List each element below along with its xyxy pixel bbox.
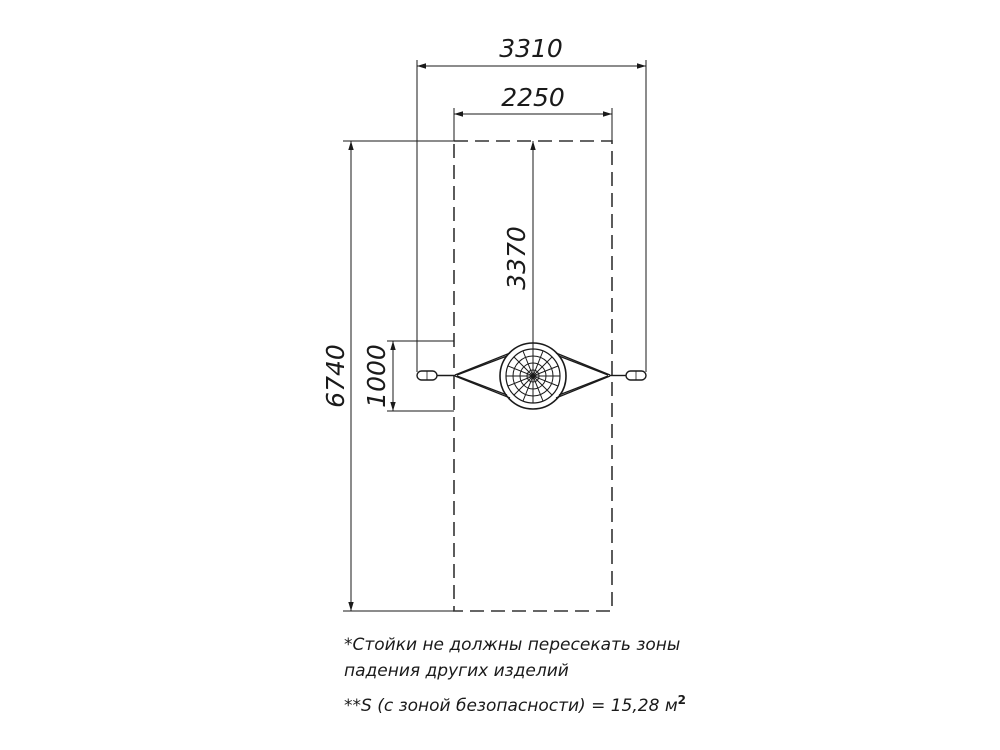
extension-lines <box>343 60 647 612</box>
note-area-superscript: 2 <box>677 693 687 707</box>
chains <box>454 352 611 399</box>
nest-web <box>506 349 560 403</box>
note-area: **S (с зоной безопасности) = 15,28 м2 <box>344 689 686 717</box>
dim-text-zone-width: 2250 <box>501 83 565 112</box>
dim-text-overall-length: 6740 <box>321 344 350 408</box>
nest-swing <box>416 342 647 410</box>
note-posts: *Стойки не должны пересекать зоны <box>344 635 681 655</box>
dim-text-half-length: 3370 <box>502 226 531 290</box>
nest-seat-outer <box>499 342 567 410</box>
dim-text-swing-depth: 1000 <box>362 344 391 408</box>
dimension-lines <box>348 63 646 611</box>
note-area-text: **S (с зоной безопасности) = 15,28 м <box>344 696 678 716</box>
dim-text-overall-width: 3310 <box>499 34 563 63</box>
note-posts-continued: падения других изделий <box>344 661 569 681</box>
